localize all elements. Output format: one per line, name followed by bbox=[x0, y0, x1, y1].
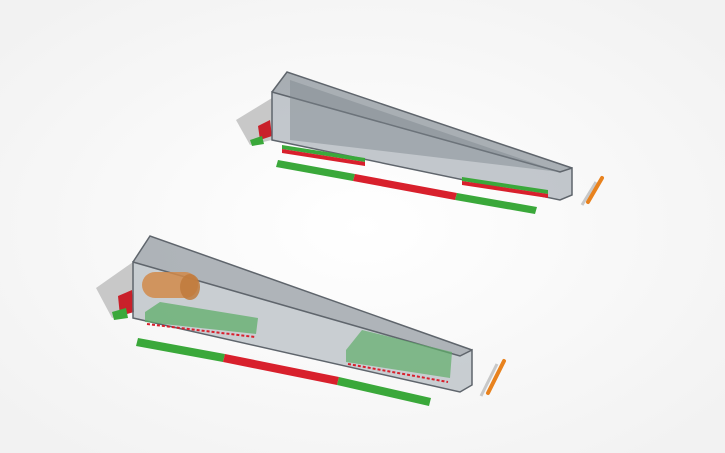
wedge-front-face bbox=[271, 91, 573, 201]
cylinder bbox=[142, 272, 200, 300]
orange-stick bbox=[586, 176, 604, 204]
wedge-top-face bbox=[272, 72, 572, 172]
inner-green-strip-left bbox=[282, 145, 365, 162]
green-block bbox=[112, 308, 128, 320]
green-strip-left bbox=[276, 160, 355, 181]
red-block bbox=[258, 120, 272, 140]
shadow-stick bbox=[479, 363, 499, 397]
wedge-top-face bbox=[133, 236, 472, 356]
wedge-edge bbox=[132, 235, 473, 351]
inner-red-strip-left bbox=[282, 149, 365, 166]
wedge-edge bbox=[271, 71, 573, 169]
inner-red-edge-right bbox=[347, 363, 449, 383]
upper-wedge-assembly[interactable] bbox=[236, 71, 604, 214]
green-strip-left bbox=[136, 338, 225, 362]
red-strip-middle bbox=[223, 354, 339, 385]
red-strip-middle bbox=[353, 174, 457, 200]
inner-green-plate-left bbox=[145, 302, 258, 334]
inner-red-edge-left bbox=[146, 323, 256, 338]
inner-red-strip-right bbox=[462, 181, 548, 198]
lower-wedge-assembly[interactable] bbox=[96, 235, 506, 406]
green-block bbox=[250, 136, 264, 146]
shadow-stick bbox=[580, 181, 598, 206]
green-strip-right bbox=[337, 377, 431, 406]
orange-stick bbox=[486, 359, 506, 395]
wedge-inner-shade bbox=[290, 80, 560, 172]
inner-green-strip-right bbox=[462, 177, 548, 194]
inner-green-plate-right bbox=[346, 330, 452, 378]
green-strip-right bbox=[455, 193, 537, 214]
